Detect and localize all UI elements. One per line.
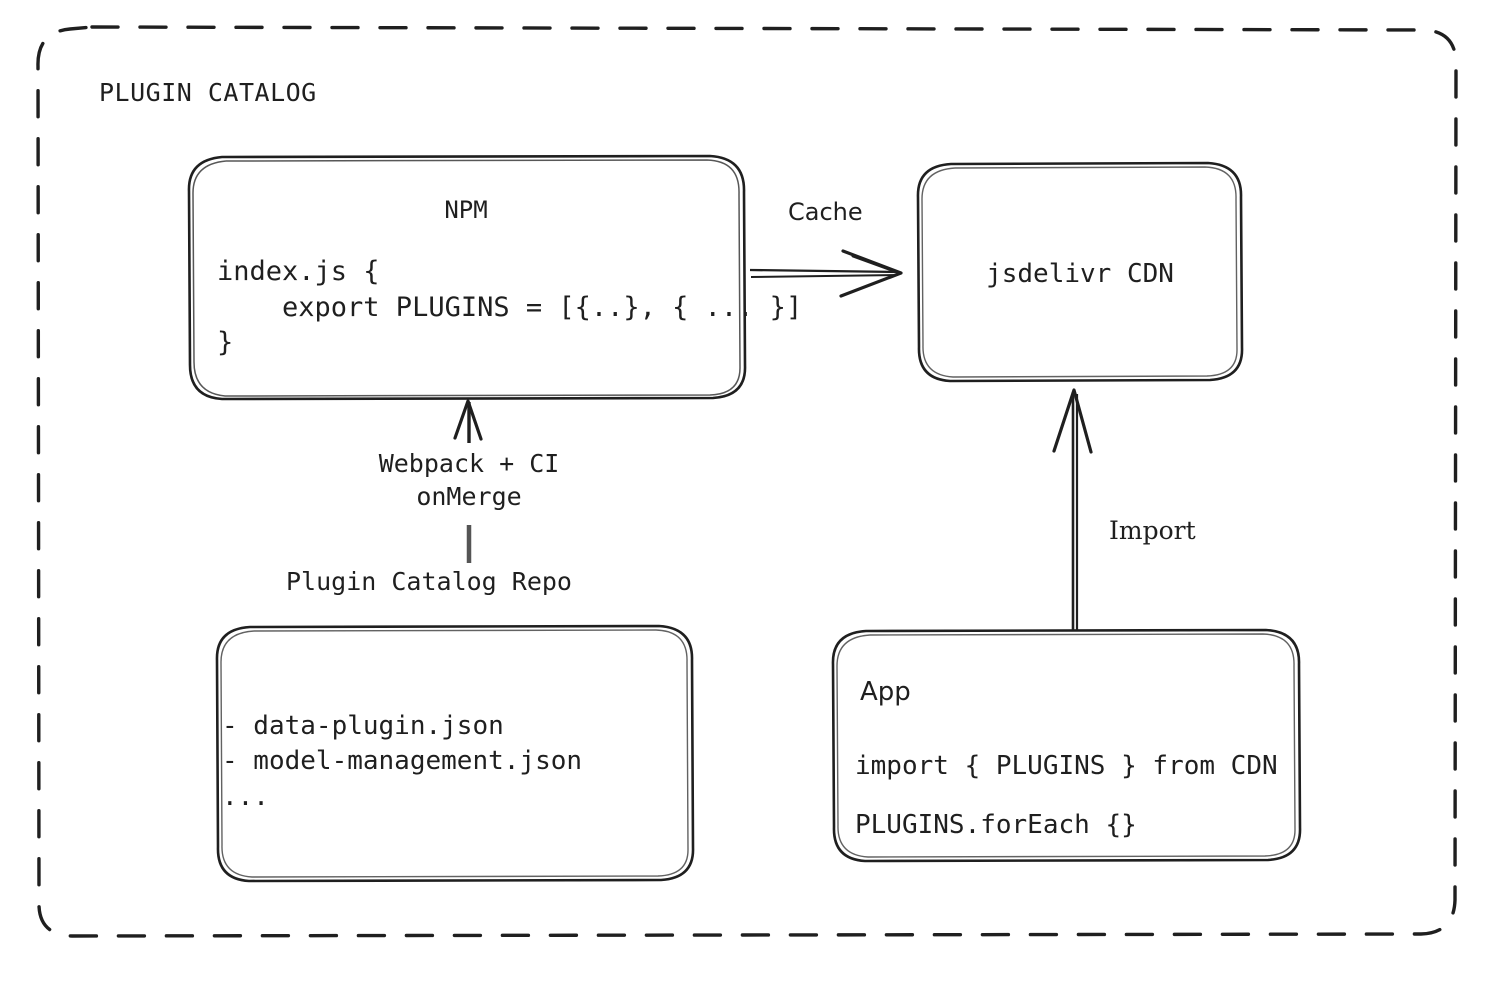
- node-app-title: App: [860, 677, 911, 707]
- group-title: PLUGIN CATALOG: [99, 78, 317, 107]
- edge-import-label: Import: [1109, 516, 1196, 545]
- node-app-code: import { PLUGINS } from CDN PLUGINS.forE…: [855, 737, 1278, 854]
- node-cdn-title: jsdelivr CDN: [986, 259, 1174, 289]
- edge-import-arrow: [1052, 388, 1093, 630]
- node-app-code-line-2: PLUGINS.forEach {}: [855, 809, 1137, 840]
- edge-webpack-label: Webpack + CI onMerge: [378, 449, 560, 511]
- node-npm-title: NPM: [444, 196, 488, 224]
- node-app-code-line-1: import { PLUGINS } from CDN: [855, 751, 1278, 781]
- edge-cache-label: Cache: [788, 198, 863, 226]
- node-repo-file-list: - data-plugin.json - model-management.js…: [222, 711, 583, 812]
- node-repo-caption: Plugin Catalog Repo: [286, 567, 572, 596]
- node-npm-code: index.js { export PLUGINS = [{..}, { ...…: [217, 256, 803, 359]
